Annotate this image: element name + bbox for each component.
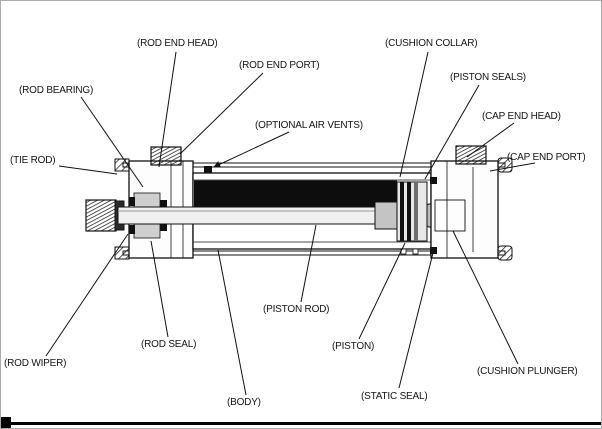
label-body: (BODY) — [227, 397, 261, 408]
air-vent-part — [204, 166, 212, 173]
piston-rod-part — [117, 206, 410, 225]
leader-rod-end-head — [158, 51, 177, 168]
cap-end-port-part — [455, 145, 487, 165]
label-cushion-plunger: (CUSHION PLUNGER) — [477, 366, 578, 377]
scan-edge-line — [1, 422, 601, 425]
label-cap-end-head: (CAP END HEAD) — [482, 111, 561, 122]
leader-lines — [45, 51, 536, 396]
static-seal-part — [430, 247, 437, 254]
cushion-collar-part — [374, 201, 398, 230]
leader-cushion-plunger — [452, 230, 519, 365]
leader-cap-end-head — [466, 122, 515, 158]
label-piston-seals: (PISTON SEALS) — [450, 72, 526, 83]
label-rod-bearing: (ROD BEARING) — [19, 85, 94, 96]
label-optional-air-vents: (OPTIONAL AIR VENTS) — [255, 120, 363, 131]
label-static-seal: (STATIC SEAL) — [361, 391, 428, 402]
label-rod-wiper: (ROD WIPER) — [4, 358, 67, 369]
leader-body — [217, 249, 247, 396]
static-seal-part — [430, 177, 437, 184]
label-rod-end-head: (ROD END HEAD) — [137, 38, 218, 49]
leader-optional-air-vents — [213, 131, 290, 168]
leader-cushion-collar — [399, 51, 429, 178]
rod-end-head-part — [128, 146, 194, 259]
label-rod-end-port: (ROD END PORT) — [239, 60, 320, 71]
piston-part — [396, 181, 428, 242]
scan-corner-mark — [1, 417, 11, 428]
leader-rod-seal — [150, 240, 169, 338]
label-cushion-collar: (CUSHION COLLAR) — [385, 38, 478, 49]
leader-rod-wiper — [45, 233, 129, 357]
label-piston: (PISTON) — [332, 341, 375, 352]
leader-rod-bearing — [80, 96, 144, 188]
leader-piston — [358, 242, 406, 340]
rod-end-port-part — [150, 146, 182, 166]
label-cap-end-port: (CAP END PORT) — [507, 152, 586, 163]
label-piston-rod: (PISTON ROD) — [263, 304, 330, 315]
label-rod-seal: (ROD SEAL) — [141, 339, 197, 350]
leader-tie-rod — [58, 165, 118, 175]
leader-piston-seals — [424, 84, 480, 180]
cap-end-head-part — [430, 145, 499, 259]
leader-piston-rod — [300, 224, 317, 303]
leader-cap-end-port — [489, 162, 536, 172]
label-tie-rod: (TIE ROD) — [10, 155, 56, 166]
leader-static-seal — [398, 252, 434, 389]
leader-rod-end-port — [179, 72, 264, 155]
